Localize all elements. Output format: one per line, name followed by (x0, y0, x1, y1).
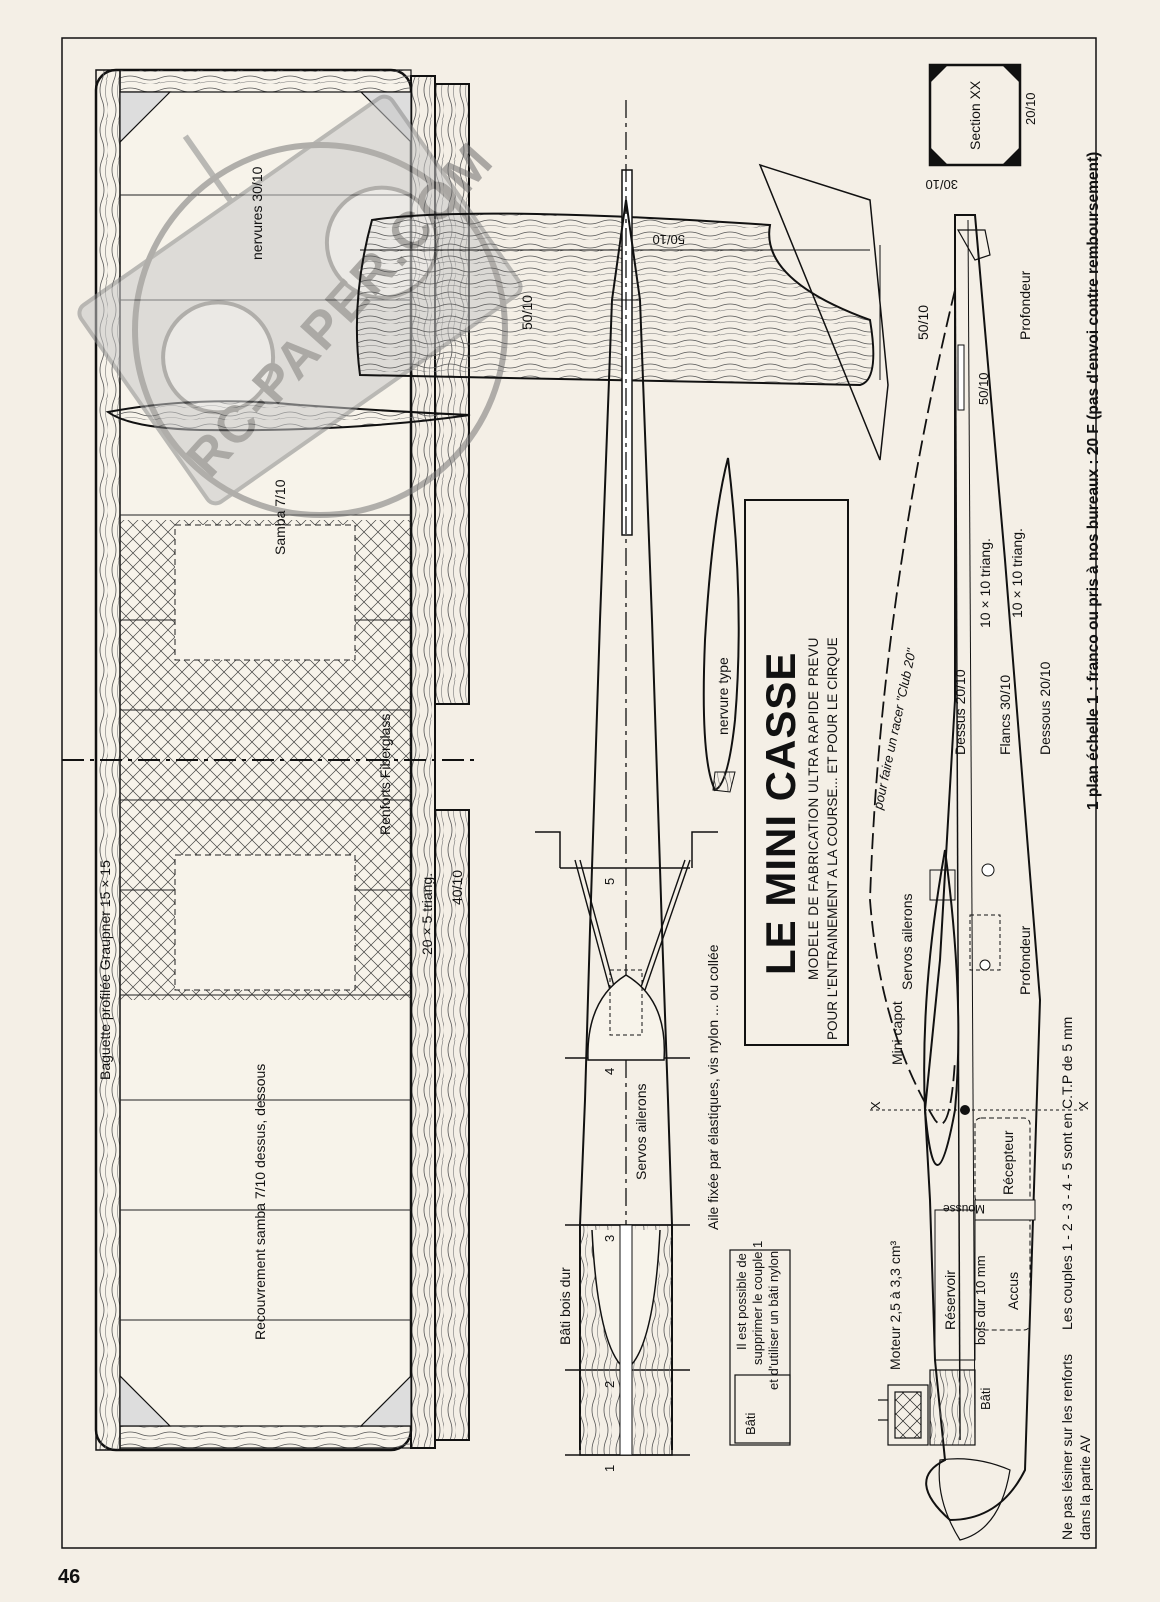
label-triang-a: 10 × 10 triang. (977, 538, 993, 628)
label-aile-fixee: Aile fixée par élastiques, vis nylon ...… (705, 944, 721, 1230)
note-couple-line-3: et d'utiliser un bâti nylon (766, 1251, 781, 1390)
label-mousse: Mousse (943, 1202, 985, 1216)
label-lesiner-2: dans la partie AV (1077, 1435, 1093, 1540)
page-number: 46 (58, 1566, 81, 1588)
label-baguette: Baguette profilée Graupner 15 × 15 (97, 860, 113, 1080)
former-number-3: 3 (602, 1235, 617, 1242)
note-box-bati (734, 1374, 791, 1444)
label-flancs: Flancs 30/10 (997, 675, 1013, 755)
label-stab-edge-50-10: 50/10 (652, 232, 685, 247)
label-recouvrement: Recouvrement samba 7/10 dessus, dessous (252, 1064, 268, 1340)
label-samba: Samba 7/10 (272, 479, 288, 555)
label-servos-side: Servos ailerons (899, 894, 915, 991)
label-fin-50-10: 50/10 (915, 305, 931, 340)
footer-note: 1 plan échelle 1 : franco ou pris à nos … (1085, 152, 1102, 810)
former-number-1: 1 (602, 1465, 617, 1472)
plan-frame (61, 37, 1097, 1549)
label-bati-bois-dur: Bâti bois dur (557, 1267, 573, 1345)
label-renforts: Renforts Fiberglass (377, 714, 393, 835)
former-number-4: 4 (602, 1068, 617, 1075)
title-block (744, 499, 849, 1046)
label-reservoir: Réservoir (942, 1270, 958, 1330)
label-recepteur: Récepteur (1000, 1130, 1016, 1195)
former-number-5: 5 (602, 878, 617, 885)
fuselage-top-view (355, 100, 875, 1456)
rib-profile (702, 457, 740, 792)
label-section-30-10: 30/10 (925, 177, 958, 192)
label-fin-small-50-10: 50/10 (976, 372, 991, 405)
label-profondeur-tail: Profondeur (1017, 270, 1033, 340)
label-dessus: Dessus 20/10 (952, 669, 968, 755)
label-dessous: Dessous 20/10 (1037, 661, 1053, 755)
note-couple-line-1: Il est possible de (734, 1253, 749, 1350)
label-triang: 20 × 5 triang. (419, 873, 435, 955)
plan-subtitle-2: POUR L'ENTRAINEMENT A LA COURSE... ET PO… (825, 637, 840, 1040)
label-nervure-type: nervure type (715, 657, 731, 735)
label-bati-box: Bâti (743, 1412, 758, 1435)
note-couple-line-2: supprimer le couple 1 (750, 1241, 765, 1365)
label-servos-ailerons: Servos ailerons (633, 1084, 649, 1181)
label-bois-dur: bois dur 10 mm (973, 1255, 988, 1345)
former-number-2: 2 (602, 1381, 617, 1388)
label-stab-50-10: 50/10 (519, 295, 535, 330)
label-nervures: nervures 30/10 (249, 166, 265, 260)
label-section-xx: Section XX (967, 80, 983, 150)
label-mini-capot: Mini capot (889, 1001, 905, 1065)
label-lesiner-1: Ne pas lésiner sur les renforts (1059, 1354, 1075, 1540)
label-x-mark-left: X (868, 1101, 883, 1110)
label-couples-note: Les couples 1 - 2 - 3 - 4 - 5 sont en C.… (1059, 1017, 1075, 1330)
label-triang-b: 10 × 10 triang. (1009, 528, 1025, 618)
plan-subtitle-1: MODELE DE FABRICATION ULTRA RAPIDE PREVU (806, 637, 821, 980)
fuselage-side-view (758, 63, 1085, 1541)
plan-title: LE MINI CASSE (757, 652, 804, 975)
note-box-couple (729, 1249, 791, 1446)
label-accus: Accus (1005, 1272, 1021, 1310)
label-40-10: 40/10 (449, 870, 465, 905)
label-section-20-10: 20/10 (1023, 92, 1038, 125)
label-x-mark-right: X (1076, 1101, 1091, 1110)
label-moteur: Moteur 2,5 à 3,3 cm³ (887, 1240, 903, 1370)
label-profondeur-side: Profondeur (1017, 925, 1033, 995)
label-bati-side: Bâti (978, 1387, 993, 1410)
label-racer: pour faire un racer "Club 20" (870, 646, 919, 812)
